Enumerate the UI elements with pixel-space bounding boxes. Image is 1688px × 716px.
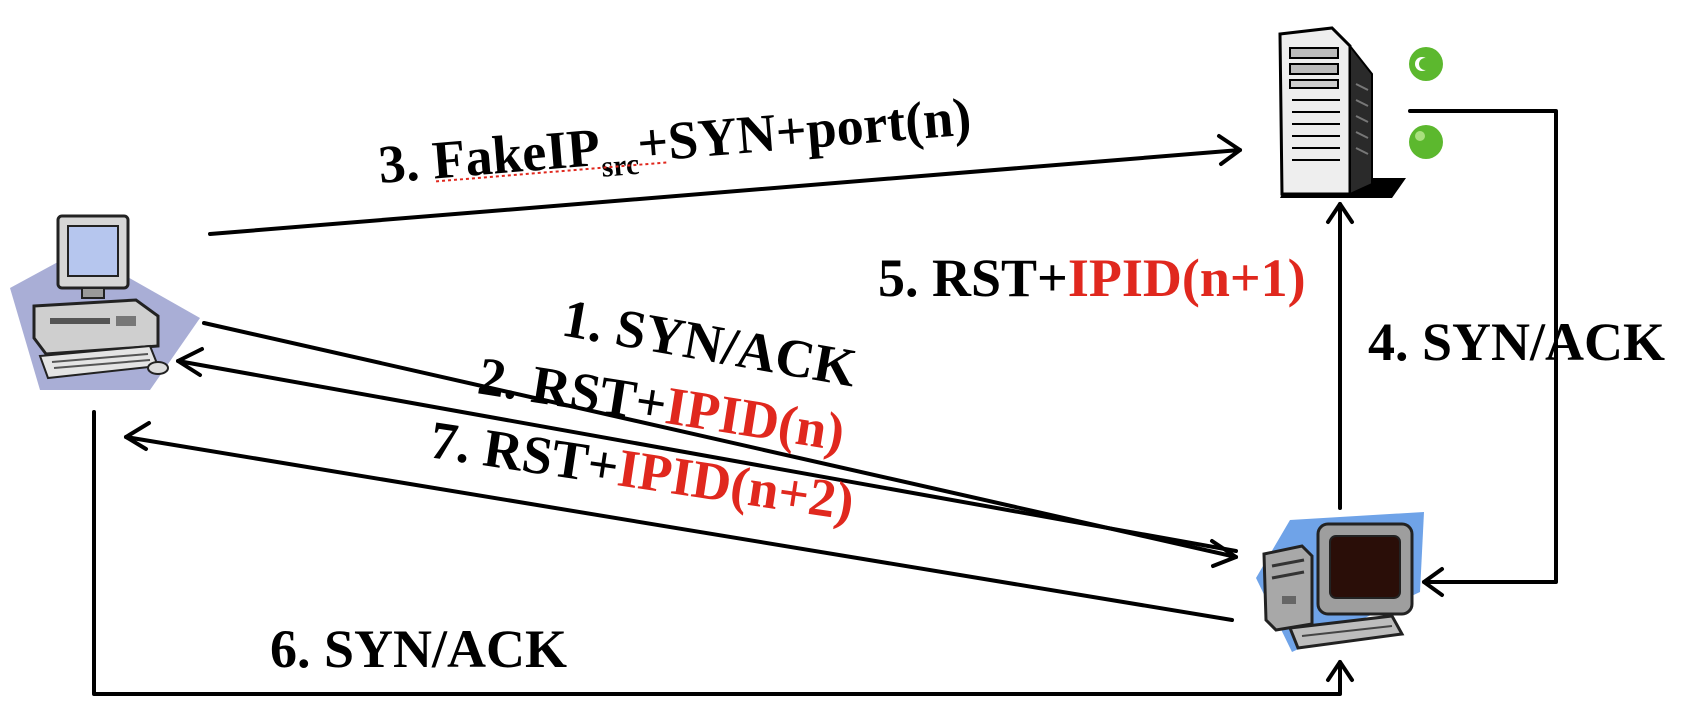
server-tower-icon <box>1278 26 1406 198</box>
arrow-step6 <box>92 410 1342 696</box>
activity-led-icon <box>1409 125 1443 159</box>
arrowhead-step2 <box>176 347 204 377</box>
step6-label: 6. SYN/ACK <box>270 619 567 679</box>
step5-prefix-text: 5. RST+ <box>878 248 1068 308</box>
server-status-lights <box>1409 47 1443 159</box>
arrowhead-step6 <box>1326 660 1354 682</box>
arrowhead-step4 <box>1422 567 1444 597</box>
step3-label: 3. FakeIPsrc+SYN+port(n) <box>376 86 974 201</box>
step3-prefix-text: 3. FakeIP <box>376 117 602 195</box>
arrow-step4 <box>1408 109 1558 584</box>
arrowhead-step3 <box>1217 134 1242 166</box>
arrow-step2 <box>176 359 1238 553</box>
arrows <box>92 109 1558 696</box>
svg-text:3. FakeIPsrc+SYN+port(n): 3. FakeIPsrc+SYN+port(n) <box>376 86 974 201</box>
arrow-step1 <box>202 321 1238 559</box>
attacker-computer-icon <box>10 214 200 390</box>
arrowhead-step5 <box>1326 202 1354 224</box>
step4-label: 4. SYN/ACK <box>1368 312 1665 372</box>
arrow-step7 <box>124 435 1234 622</box>
arrowhead-step7 <box>124 421 151 451</box>
step3-suffix-text: +SYN+port(n) <box>635 86 973 173</box>
step5-label: 5. RST+IPID(n+1) <box>878 248 1306 308</box>
step5-ipid-text: IPID(n+1) <box>1068 248 1306 308</box>
arrow-step3 <box>208 148 1242 236</box>
zombie-computer-icon <box>1256 512 1424 652</box>
